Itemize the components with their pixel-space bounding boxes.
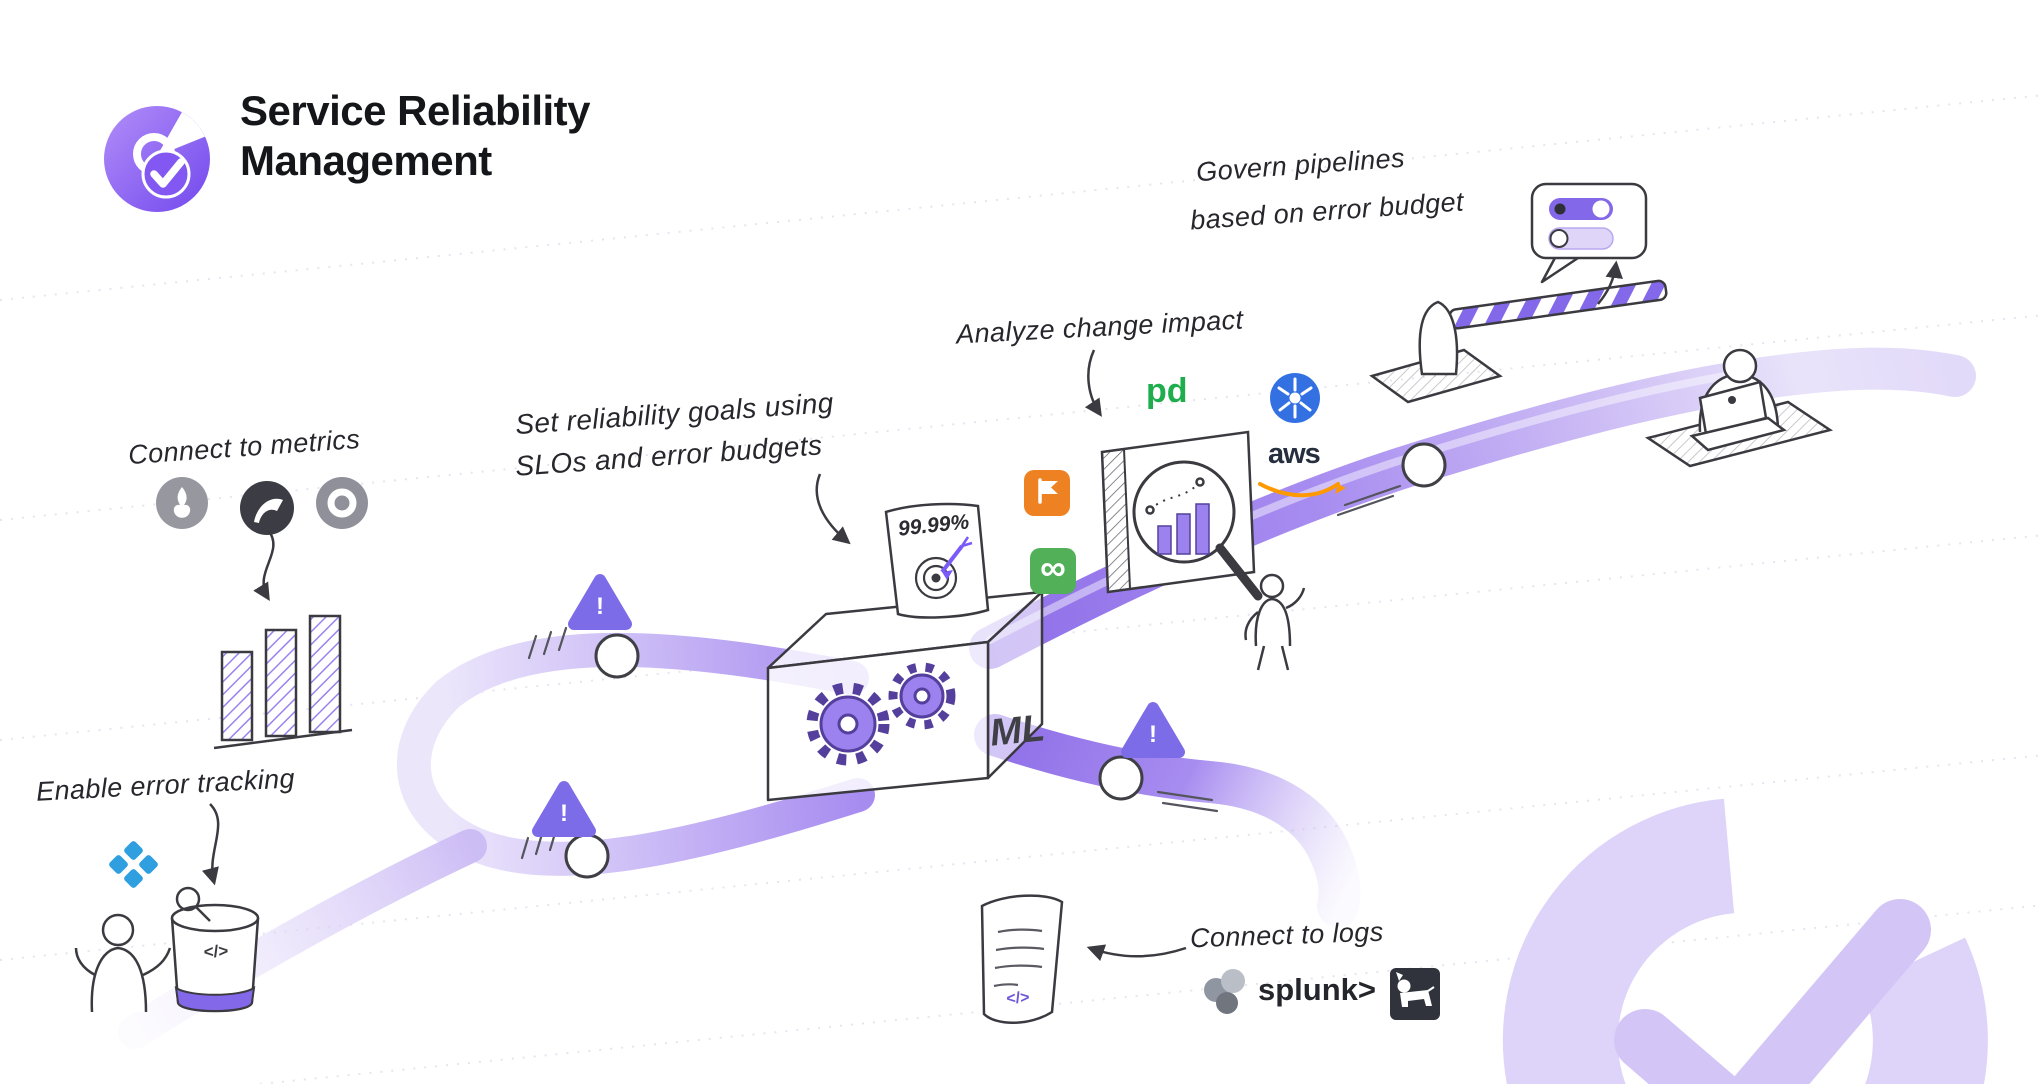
- warning-mark: !: [596, 593, 604, 620]
- bucket-code-glyph: </>: [203, 941, 229, 962]
- page-title-line2: Management: [240, 137, 492, 184]
- arrow-to-card: [1597, 260, 1623, 305]
- person-head: [101, 913, 135, 947]
- gate-striped-bar: [1448, 279, 1668, 330]
- brand-logo-icon: [102, 104, 212, 219]
- aws-smile-icon: [1258, 482, 1346, 498]
- pipeline-node: [564, 833, 610, 879]
- metrics-provider-logos: [156, 477, 368, 535]
- elastic-icon: [1204, 969, 1245, 1014]
- error-bucket-sketch: [74, 886, 260, 1013]
- warning-mark: !: [1149, 721, 1157, 748]
- laptop-base: [1689, 416, 1787, 452]
- newrelic-icon: [240, 481, 294, 535]
- bucket-rim: [170, 903, 260, 933]
- error-tracking-logo-icon: [109, 841, 158, 888]
- arrow-to-bucket: [201, 803, 220, 886]
- ml-box-sketch: [766, 590, 1044, 802]
- warning-triangles: [532, 574, 1185, 837]
- logs-document-sketch: [980, 894, 1064, 1024]
- arrow-to-doc: [1086, 944, 1187, 961]
- pipeline-node: [594, 633, 640, 679]
- pipeline-main-lower: [974, 714, 1361, 927]
- prometheus-icon: [156, 477, 208, 529]
- page-title-line1: Service Reliability: [240, 87, 591, 134]
- arrow-to-bars: [253, 529, 275, 601]
- aws-logo: aws: [1268, 438, 1321, 470]
- pipeline-gate-sketch: [1369, 279, 1668, 404]
- warning-triangle-icon: [1121, 702, 1185, 758]
- infinity-glyph: ∞: [1040, 547, 1066, 588]
- pipeline-node: [1098, 755, 1144, 801]
- gate-post: [1418, 300, 1459, 376]
- remote-person-sketch: [1644, 348, 1834, 468]
- magnifier-small-icon: [175, 886, 201, 912]
- change-impact-sketch: [1100, 430, 1306, 671]
- feature-flag-icon: [1024, 470, 1070, 516]
- pipeline-node: [1401, 442, 1447, 488]
- pipeline-nodes: [564, 442, 1447, 879]
- kubernetes-icon: [1270, 373, 1320, 423]
- annotation-arrows: [201, 260, 1623, 961]
- warning-triangle-icon: [568, 574, 632, 630]
- magnifier-handle: [1215, 543, 1263, 601]
- gear-icon: [888, 662, 956, 730]
- metrics-bar-chart-sketch: [213, 614, 353, 750]
- watermark-logo: [1502, 798, 1988, 1084]
- slo-paper-sketch: [884, 502, 990, 619]
- arrow-to-magnifier: [1084, 349, 1102, 417]
- gear-icon: [806, 682, 890, 766]
- person-head: [1722, 348, 1758, 384]
- person-sketch: [90, 946, 148, 1013]
- toggle-card-sketch: [1530, 182, 1648, 284]
- doc-code-glyph: </>: [1005, 989, 1031, 1008]
- cicd-pipeline-icon: [1030, 548, 1076, 594]
- ml-label: ML: [987, 707, 1047, 755]
- dynatrace-icon: [316, 477, 368, 529]
- warning-mark: !: [560, 800, 568, 827]
- pagerduty-logo: pd: [1146, 372, 1188, 410]
- warning-triangle-icon: [532, 781, 596, 837]
- arrow-to-paper: [815, 473, 851, 545]
- bucket-purple-band: [174, 985, 256, 1012]
- datadog-icon: [1390, 968, 1440, 1020]
- person-sketch: [1244, 573, 1306, 671]
- splunk-logo: splunk>: [1258, 972, 1377, 1007]
